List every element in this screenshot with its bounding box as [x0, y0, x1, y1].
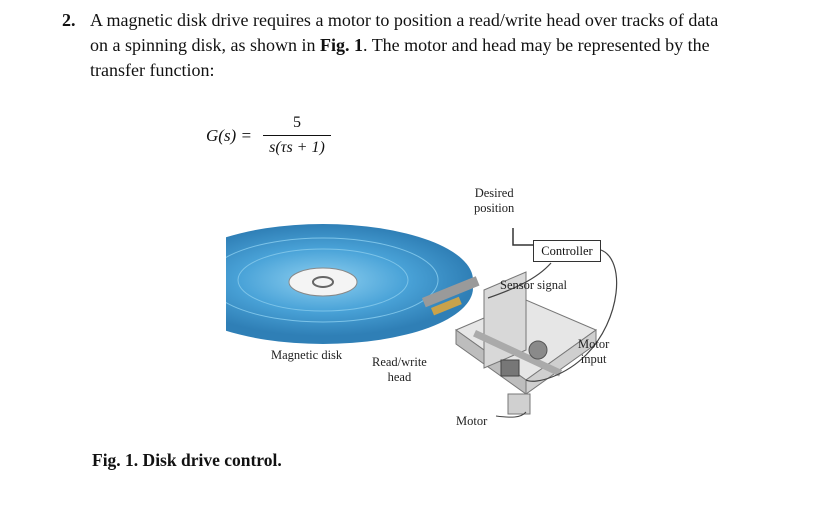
- label-desired-position: Desired position: [474, 186, 515, 215]
- gear: [528, 340, 548, 360]
- formula-lhs: G(s) =: [206, 126, 252, 145]
- disk-track: [237, 248, 409, 312]
- figure-reference: Fig. 1: [320, 35, 364, 55]
- disk-spindle: [312, 276, 334, 288]
- problem-line-1: A magnetic disk drive requires a motor t…: [90, 10, 719, 30]
- disk-drive-figure: Desired position Controller Sensor signa…: [226, 180, 631, 440]
- wire-motor-input: [525, 249, 618, 382]
- problem-line-2-pre: on a spinning disk, as shown in: [90, 35, 321, 55]
- head-arm: [421, 276, 480, 308]
- fraction-bar: [263, 135, 331, 136]
- label-motor: Motor: [456, 414, 488, 428]
- label-motor-input: Motor input: [578, 337, 610, 366]
- label-sensor-signal: Sensor signal: [500, 278, 568, 292]
- problem-statement: 2. A magnetic disk drive requires a moto…: [62, 8, 822, 83]
- disk-hub: [288, 267, 358, 297]
- pedestal: [507, 393, 531, 415]
- label-magnetic-disk: Magnetic disk: [271, 348, 343, 362]
- disk-track: [226, 237, 439, 323]
- wire-sensor-signal: [487, 262, 552, 299]
- wire-motor: [495, 411, 527, 418]
- wire-desired-position: [512, 228, 533, 246]
- disk-drive-illustration: [226, 224, 618, 418]
- label-read-write-head: Read/write head: [372, 355, 427, 384]
- formula-denominator: s(τs + 1): [269, 139, 325, 156]
- problem-line-3: transfer function:: [90, 60, 215, 80]
- problem-text: A magnetic disk drive requires a motor t…: [90, 8, 822, 83]
- controller-box: Controller: [533, 240, 601, 262]
- carriage-rail: [473, 330, 563, 377]
- drive-motor: [500, 359, 520, 377]
- formula-fraction: 5 s(τs + 1): [263, 114, 331, 157]
- figure-caption: Fig. 1. Disk drive control.: [92, 450, 282, 470]
- problem-number: 2.: [62, 10, 76, 30]
- head-slider: [431, 296, 462, 316]
- formula-numerator: 5: [293, 114, 301, 131]
- problem-line-2-post: . The motor and head may be represented …: [363, 35, 710, 55]
